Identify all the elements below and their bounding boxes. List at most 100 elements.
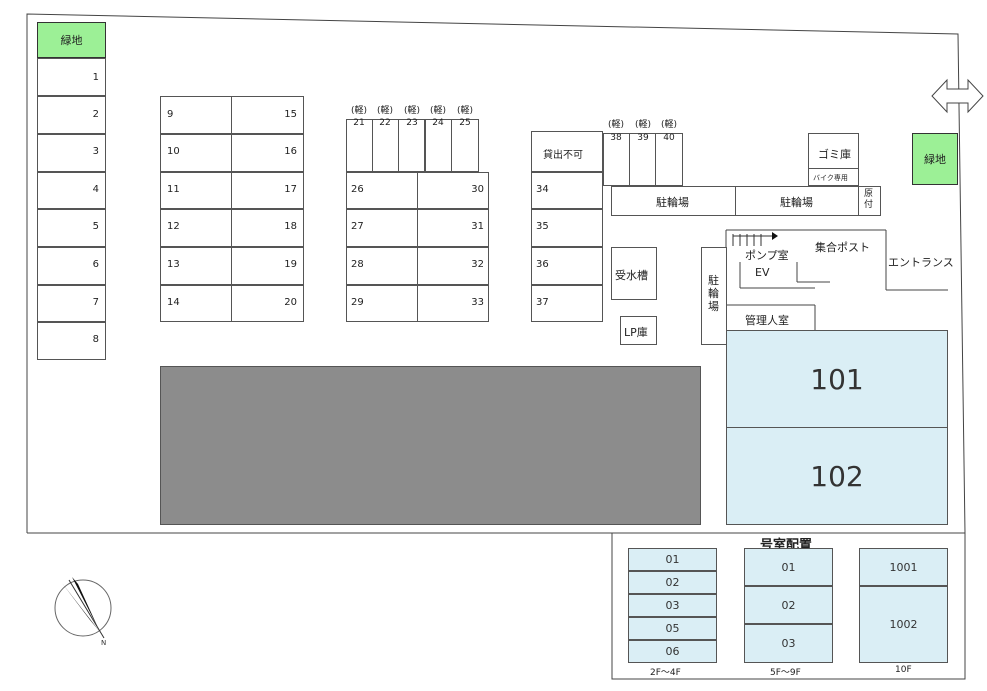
parking-space-20: 20 <box>231 285 304 322</box>
main-building-block <box>160 366 701 525</box>
bicycle-parking-label: 駐輪場 <box>708 274 719 313</box>
space-number: 3 <box>92 146 99 157</box>
space-number: 6 <box>92 259 99 270</box>
lp-gas-storage: LP庫 <box>620 316 657 345</box>
space-number: 34 <box>536 184 549 195</box>
parking-space-26: 26 <box>346 172 418 209</box>
entrance-label: エントランス <box>888 256 954 269</box>
space-number: 24 <box>432 118 444 128</box>
bicycle-parking-label: 駐輪場 <box>780 196 813 209</box>
water-tank-label: 受水槽 <box>615 269 648 282</box>
parking-space-2: 2 <box>37 96 106 134</box>
parking-space-33: 33 <box>417 285 489 322</box>
trash-storage: ゴミ庫 バイク専用 <box>808 133 859 186</box>
layout-cell: 1001 <box>859 548 948 586</box>
parking-space-8: 8 <box>37 322 106 360</box>
kei-label: (軽) <box>429 106 447 116</box>
space-number: 38 <box>610 133 622 143</box>
space-number: 17 <box>284 184 297 195</box>
floor-label: 5F～9F <box>770 668 801 678</box>
parking-space-40 <box>655 133 683 186</box>
space-number: 26 <box>351 184 364 195</box>
layout-cell: 01 <box>744 548 833 586</box>
parking-space-29: 29 <box>346 285 418 322</box>
parking-space-3: 3 <box>37 134 106 172</box>
parking-space-4: 4 <box>37 172 106 209</box>
green-area-left: 緑地 <box>37 22 106 58</box>
double-arrow-icon <box>931 78 984 114</box>
parking-space-15: 15 <box>231 96 304 134</box>
parking-space-6: 6 <box>37 247 106 285</box>
space-number: 10 <box>167 146 180 157</box>
layout-cell: 05 <box>628 617 717 640</box>
space-number: 21 <box>353 118 365 128</box>
divider <box>808 168 859 169</box>
space-number: 35 <box>536 221 549 232</box>
space-number: 27 <box>351 221 364 232</box>
parking-space-17: 17 <box>231 172 304 209</box>
elevator-label: EV <box>755 266 770 279</box>
stair-icon <box>732 232 778 246</box>
space-number: 25 <box>459 118 471 128</box>
space-number: 32 <box>471 259 484 270</box>
space-number: 15 <box>284 109 297 120</box>
parking-space-5: 5 <box>37 209 106 247</box>
water-tank: 受水槽 <box>611 247 657 300</box>
space-number: 16 <box>284 146 297 157</box>
space-number: 2 <box>92 109 99 120</box>
space-number: 28 <box>351 259 364 270</box>
north-compass-icon: N <box>54 577 112 647</box>
space-number: 33 <box>471 297 484 308</box>
space-number: 11 <box>167 184 180 195</box>
room-101: 101 <box>726 330 948 428</box>
bicycle-parking-label: 駐輪場 <box>656 196 689 209</box>
layout-cell: 03 <box>744 624 833 663</box>
kei-label: (軽) <box>350 106 368 116</box>
no-rental-space: 貸出不可 <box>531 131 603 172</box>
space-number: 13 <box>167 259 180 270</box>
space-number: 12 <box>167 221 180 232</box>
space-number: 30 <box>471 184 484 195</box>
space-number: 22 <box>379 118 391 128</box>
parking-space-32: 32 <box>417 247 489 285</box>
bicycle-parking-1: 駐輪場 <box>611 186 736 216</box>
parking-space-28: 28 <box>346 247 418 285</box>
parking-space-25 <box>451 119 479 172</box>
layout-cell: 02 <box>744 586 833 624</box>
parking-space-10: 10 <box>160 134 232 172</box>
parking-space-19: 19 <box>231 247 304 285</box>
space-number: 31 <box>471 221 484 232</box>
green-area-right: 緑地 <box>912 133 958 185</box>
layout-cell: 06 <box>628 640 717 663</box>
bike-only-label: バイク専用 <box>813 174 848 182</box>
trash-label: ゴミ庫 <box>818 148 851 161</box>
space-number: 37 <box>536 297 549 308</box>
parking-space-11: 11 <box>160 172 232 209</box>
svg-text:N: N <box>101 639 106 647</box>
parking-space-35: 35 <box>531 209 603 247</box>
moped-label: 原付 <box>864 189 874 210</box>
floor-label: 2F～4F <box>650 668 681 678</box>
parking-space-30: 30 <box>417 172 489 209</box>
space-number: 29 <box>351 297 364 308</box>
layout-cell: 02 <box>628 571 717 594</box>
kei-label: (軽) <box>634 120 652 130</box>
kei-label: (軽) <box>607 120 625 130</box>
layout-cell: 1002 <box>859 586 948 663</box>
no-rental-label: 貸出不可 <box>543 150 583 161</box>
space-number: 8 <box>92 334 99 345</box>
parking-space-14: 14 <box>160 285 232 322</box>
parking-space-13: 13 <box>160 247 232 285</box>
kei-label: (軽) <box>660 120 678 130</box>
space-number: 19 <box>284 259 297 270</box>
bicycle-parking-2: 駐輪場 <box>735 186 859 216</box>
space-number: 5 <box>92 221 99 232</box>
space-number: 36 <box>536 259 549 270</box>
parking-space-22 <box>372 119 399 172</box>
parking-space-16: 16 <box>231 134 304 172</box>
space-number: 39 <box>637 133 649 143</box>
space-number: 18 <box>284 221 297 232</box>
bicycle-parking-vertical: 駐輪場 <box>701 247 727 345</box>
parking-space-9: 9 <box>160 96 232 134</box>
